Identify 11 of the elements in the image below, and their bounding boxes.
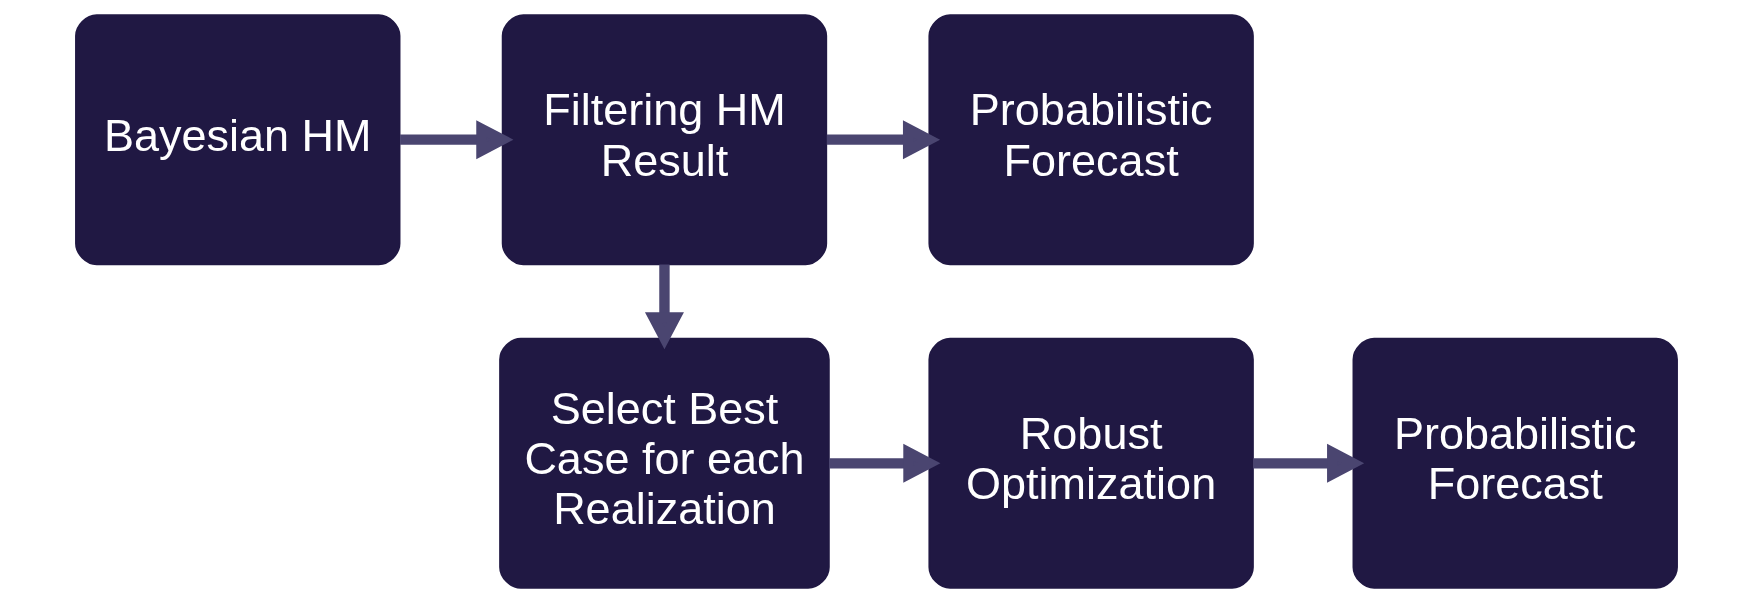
node-box: Select Best Case for each Realization: [498, 337, 830, 589]
node-box: Probabilistic Forecast: [1352, 337, 1678, 589]
node-box: Probabilistic Forecast: [927, 14, 1254, 266]
arrow: [1252, 443, 1364, 483]
arrow: [399, 120, 513, 160]
node-box: Robust Optimization: [927, 337, 1254, 589]
arrow: [828, 443, 940, 483]
node-box: Filtering HM Result: [501, 14, 827, 266]
arrow: [826, 120, 940, 160]
arrow: [644, 264, 684, 350]
node-box: Bayesian HM: [74, 14, 400, 266]
